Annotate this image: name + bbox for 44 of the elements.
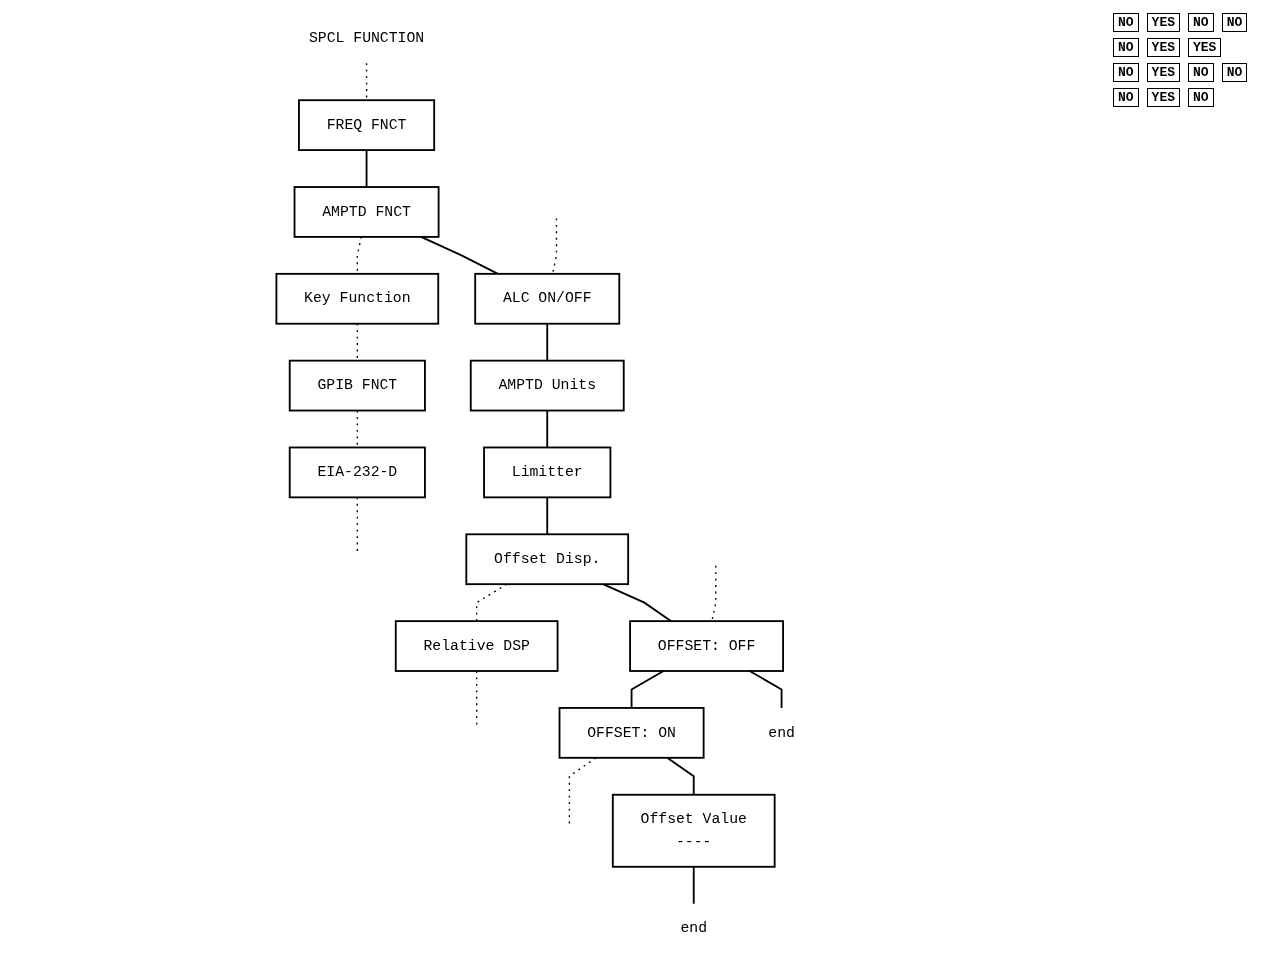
node-box: AMPTD FNCT (293, 186, 440, 238)
node-box: Offset Value ---- (611, 793, 776, 868)
connector (711, 565, 717, 622)
connector (546, 409, 549, 449)
connector (666, 756, 695, 796)
node-box: FREQ FNCT (298, 99, 436, 151)
connector (748, 670, 783, 709)
key-label: NO (1188, 63, 1214, 82)
key-label: NO (1113, 88, 1139, 107)
key-label: YES (1146, 38, 1180, 57)
connector (551, 217, 558, 275)
key-label: YES (1146, 63, 1180, 82)
node-box: GPIB FNCT (288, 359, 426, 412)
connector (356, 496, 359, 554)
key-label: NO (1188, 13, 1214, 32)
node-box: Key Function (275, 272, 440, 325)
connector (420, 235, 499, 275)
connector (546, 322, 549, 362)
key-label: YES (1188, 38, 1222, 57)
key-label: YES (1146, 88, 1180, 107)
node-box: Relative DSP (394, 620, 559, 672)
connector (365, 149, 368, 188)
node-text: SPCL FUNCTION (308, 30, 425, 47)
node-text: end (680, 920, 708, 937)
node-box: ALC ON/OFF (474, 272, 621, 325)
key-label: YES (1146, 13, 1180, 32)
key-label: NO (1221, 63, 1248, 82)
connector (602, 583, 672, 623)
key-label: NO (1221, 13, 1248, 32)
key-label: NO (1188, 88, 1214, 107)
node-box: Offset Disp. (465, 533, 630, 586)
key-label: NO (1113, 38, 1139, 57)
node-box: EIA-232-D (288, 446, 426, 499)
node-box: OFFSET: OFF (629, 620, 784, 672)
key-label: NO (1113, 13, 1139, 32)
connector (546, 496, 549, 536)
node-box: AMPTD Units (469, 359, 625, 412)
key-label: NO (1113, 63, 1139, 82)
connector (630, 670, 665, 709)
connector (692, 865, 695, 905)
node-box: OFFSET: ON (558, 707, 705, 759)
node-box: Limitter (483, 446, 612, 499)
node-text: end (768, 724, 795, 742)
connector (475, 670, 478, 728)
